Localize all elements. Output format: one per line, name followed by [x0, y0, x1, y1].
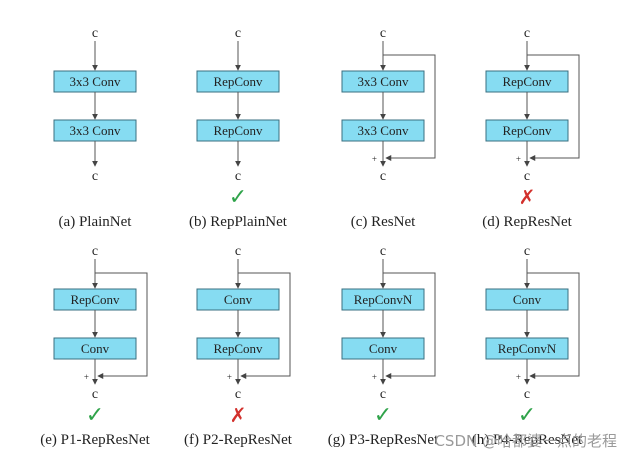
panel-caption: (b) RepPlainNet: [189, 214, 288, 230]
block-2-label: Conv: [369, 341, 398, 356]
skip-connection: [527, 54, 580, 161]
input-node-label: c: [235, 244, 241, 259]
panel-caption: (a) PlainNet: [59, 214, 133, 230]
input-node-label: c: [235, 26, 241, 41]
add-symbol: +: [516, 372, 521, 382]
check-mark-icon: ✓: [229, 185, 247, 210]
input-node-label: c: [524, 244, 530, 259]
block-1-label: RepConv: [502, 74, 552, 89]
input-node-label: c: [524, 26, 530, 41]
input-node-label: c: [380, 26, 386, 41]
panel-caption: (g) P3-RepResNet: [328, 432, 439, 448]
block-2-label: 3x3 Conv: [358, 123, 409, 138]
cross-mark-icon: ✗: [230, 403, 247, 427]
block-1-label: 3x3 Conv: [70, 74, 121, 89]
check-mark-icon: ✓: [518, 403, 536, 428]
skip-connection: [238, 272, 291, 379]
add-symbol: +: [372, 154, 377, 164]
panel-caption: (f) P2-RepResNet: [184, 432, 293, 448]
block-1-label: Conv: [224, 292, 253, 307]
output-node-label: c: [524, 169, 530, 184]
skip-connection: [527, 272, 580, 379]
panel-caption: (c) ResNet: [351, 214, 416, 230]
input-node-label: c: [92, 244, 98, 259]
skip-connection: [383, 54, 436, 161]
panel-caption: (e) P1-RepResNet: [40, 432, 150, 448]
output-node-label: c: [524, 387, 530, 402]
panel-caption: (d) RepResNet: [482, 214, 572, 230]
block-2-label: RepConvN: [498, 341, 557, 356]
skip-connection: [95, 272, 148, 379]
input-node-label: c: [92, 26, 98, 41]
block-1-label: RepConv: [70, 292, 120, 307]
check-mark-icon: ✓: [86, 403, 104, 428]
watermark-text: CSDN @哈都婆一点的老程: [434, 432, 617, 450]
panel-caption: (h) P4-RepResNet: [472, 432, 583, 448]
output-node-label: c: [380, 387, 386, 402]
output-node-label: c: [92, 387, 98, 402]
block-1-label: RepConvN: [354, 292, 413, 307]
block-2-label: 3x3 Conv: [70, 123, 121, 138]
block-1-label: Conv: [513, 292, 542, 307]
add-symbol: +: [372, 372, 377, 382]
output-node-label: c: [92, 169, 98, 184]
cross-mark-icon: ✗: [519, 185, 536, 209]
skip-connection: [383, 272, 436, 379]
block-2-label: Conv: [81, 341, 110, 356]
block-1-label: RepConv: [213, 74, 263, 89]
add-symbol: +: [84, 372, 89, 382]
add-symbol: +: [227, 372, 232, 382]
output-node-label: c: [235, 387, 241, 402]
block-1-label: 3x3 Conv: [358, 74, 409, 89]
check-mark-icon: ✓: [374, 403, 392, 428]
output-node-label: c: [235, 169, 241, 184]
input-node-label: c: [380, 244, 386, 259]
output-node-label: c: [380, 169, 386, 184]
add-symbol: +: [516, 154, 521, 164]
block-2-label: RepConv: [502, 123, 552, 138]
block-2-label: RepConv: [213, 341, 263, 356]
block-2-label: RepConv: [213, 123, 263, 138]
